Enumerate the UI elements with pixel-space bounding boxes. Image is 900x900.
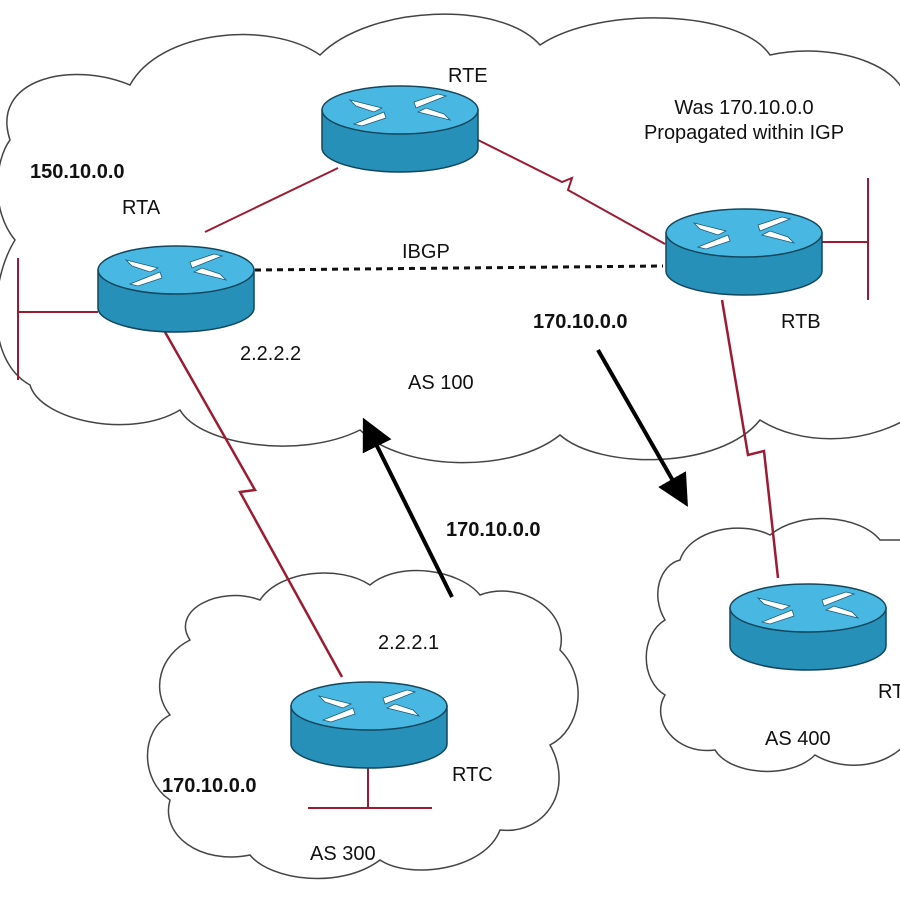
router-icon[interactable]: [97, 245, 255, 333]
ibgp-label: IBGP: [402, 241, 450, 263]
as100-label: AS 100: [408, 372, 474, 394]
rta-ethernet: [17, 258, 98, 380]
network-label-advert: 170.10.0.0: [446, 519, 541, 541]
rtb-ethernet: [822, 178, 869, 300]
igp-note-line1: Was 170.10.0.0: [674, 97, 814, 119]
network-label-rtc: 170.10.0.0: [162, 775, 257, 797]
router-icon[interactable]: [729, 583, 887, 671]
router-label-rtd: RT: [878, 681, 900, 703]
network-label-as100: 150.10.0.0: [30, 161, 125, 183]
link-rta-rte: [204, 167, 339, 233]
router-label-rtb: RTB: [781, 311, 821, 333]
router-label-rta: RTA: [122, 197, 161, 219]
router-icon[interactable]: [290, 681, 448, 769]
advert-arrow-up: [362, 417, 454, 598]
igp-note: Was 170.10.0.0 Propagated within IGP: [604, 96, 884, 146]
network-label-rtb: 170.10.0.0: [533, 311, 628, 333]
advert-arrow-down: [596, 349, 688, 507]
rtc-ip-label: 2.2.2.1: [378, 632, 440, 654]
router-icon[interactable]: [665, 208, 823, 296]
rtc-ethernet: [308, 765, 432, 809]
ibgp-session-line: [254, 264, 664, 272]
router-label-rte: RTE: [448, 65, 488, 87]
igp-note-line2: Propagated within IGP: [643, 122, 845, 144]
rta-ip-label: 2.2.2.2: [240, 343, 302, 365]
as400-label: AS 400: [765, 728, 831, 750]
link-rta-rtc: [163, 331, 344, 678]
router-label-rtc: RTC: [452, 764, 493, 786]
link-rte-rtb: [467, 134, 666, 245]
as100-cloud: [0, 13, 900, 464]
as300-label: AS 300: [310, 843, 376, 865]
router-icon[interactable]: [321, 85, 479, 173]
link-rtb-rtd: [720, 299, 780, 579]
